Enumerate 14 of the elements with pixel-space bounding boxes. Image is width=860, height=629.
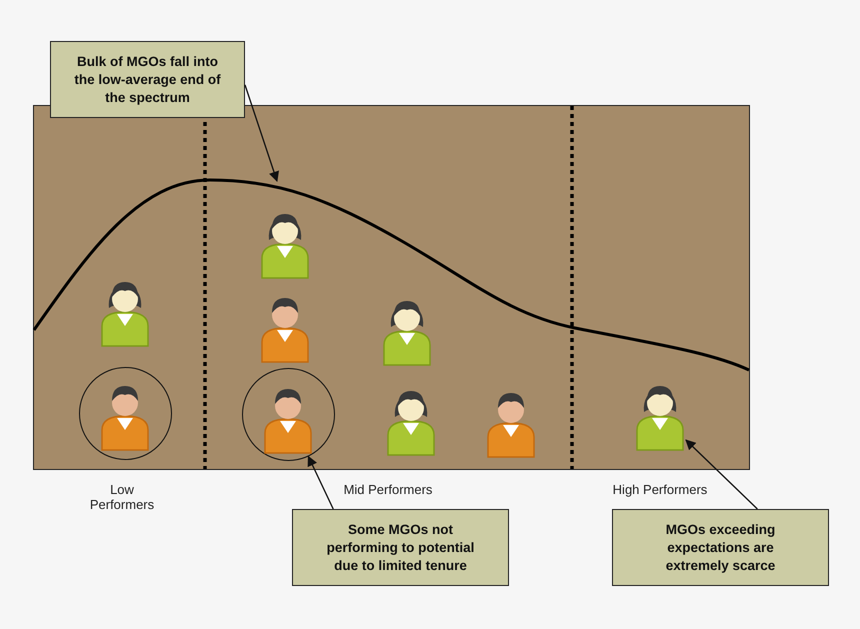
highlight-circle — [79, 367, 172, 460]
leader-arrow — [244, 84, 279, 182]
category-label: Low Performers — [88, 482, 156, 512]
category-label: High Performers — [612, 482, 708, 497]
callout-box — [50, 41, 245, 118]
callout-box — [612, 509, 829, 586]
leader-arrow — [685, 439, 758, 510]
callout-text: Some MGOs not performing to potential due to limited tenure — [326, 520, 476, 574]
leader-arrow — [308, 456, 334, 510]
callout-text: Bulk of MGOs fall into the low-average end of the spectrum — [73, 52, 222, 106]
category-label: Mid Performers — [342, 482, 434, 497]
highlight-circle — [242, 368, 335, 461]
callout-text: MGOs exceeding expectations are extremely scarce — [664, 520, 776, 574]
callout-box — [292, 509, 509, 586]
